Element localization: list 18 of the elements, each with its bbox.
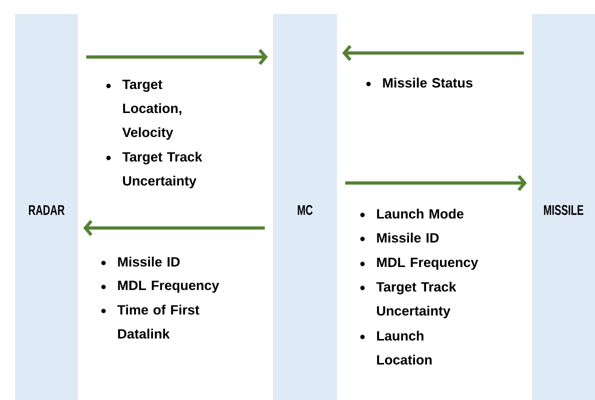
bullet-item: Time of First Datalink xyxy=(117,304,200,339)
bullet-item: Launch Location xyxy=(377,330,432,365)
bullet-item: Target Track Uncertainty xyxy=(376,282,456,318)
bullet-item: Missile ID xyxy=(377,232,439,243)
arrow xyxy=(345,174,527,192)
band: MC xyxy=(273,14,337,400)
band: MISSILE xyxy=(532,14,595,400)
bullet-item: Target Track Uncertainty xyxy=(122,152,202,188)
bullet-item: MDL Frequency xyxy=(118,280,220,293)
bullet-item: Launch Mode xyxy=(377,208,464,219)
bullet-item: MDL Frequency xyxy=(377,258,478,270)
arrow xyxy=(86,48,268,66)
arrow xyxy=(83,220,265,236)
band: RADAR xyxy=(15,14,78,400)
bullet-item: Missile Status xyxy=(383,78,472,88)
bullet-item: Missile ID xyxy=(118,256,180,267)
arrow xyxy=(342,44,524,62)
bullet-item: Target Location, Velocity xyxy=(122,80,182,140)
